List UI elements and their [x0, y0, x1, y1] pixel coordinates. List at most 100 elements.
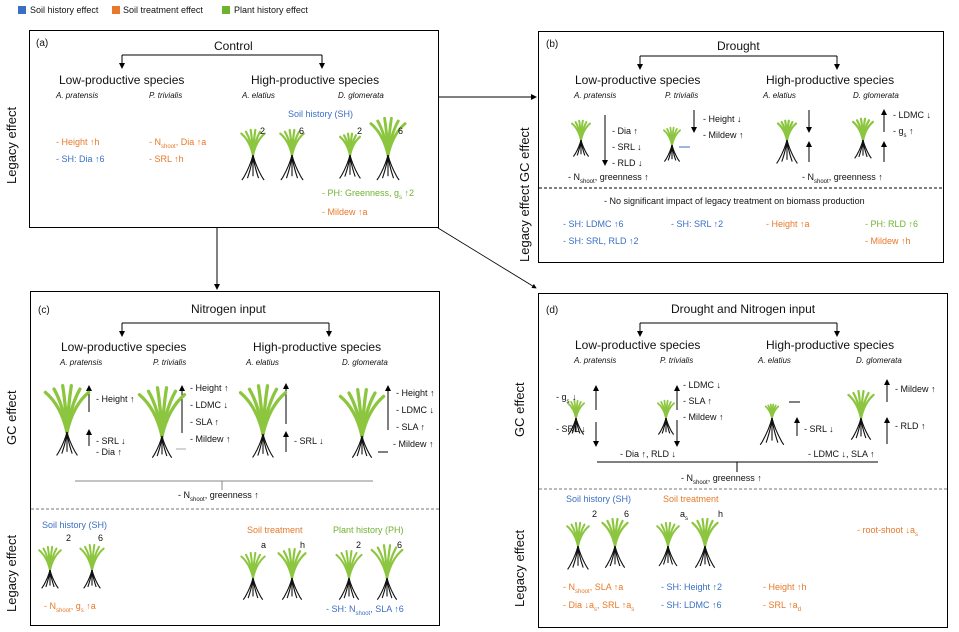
- panel-b-height: - Height ↓: [703, 114, 742, 124]
- panel-c-low-heading: Low-productive species: [61, 340, 187, 354]
- plant-25: [691, 517, 719, 569]
- panel-c-g1-srl: - SRL ↓: [96, 436, 126, 446]
- panel-a-effect-mildew: - Mildew ↑a: [322, 207, 368, 217]
- panel-d-na: as: [680, 509, 689, 522]
- panel-c-g2-height: - Height ↑: [190, 383, 229, 393]
- panel-b-species-1: A. pratensis: [574, 91, 617, 100]
- plant-9: [137, 386, 187, 459]
- panel-d-mildew: - Mildew ↑: [683, 412, 724, 422]
- panel-a-side-label: Legacy effect: [4, 106, 19, 184]
- panel-c-g3-srl: - SRL ↓: [294, 436, 324, 446]
- panel-d-srl2: - SRL ↓: [804, 424, 834, 434]
- panel-a-high-heading: High-productive species: [251, 73, 380, 87]
- panel-b-title: Drought: [717, 39, 760, 53]
- panel-d-legacy-1: - Nshoot, SLA ↑a: [563, 582, 624, 595]
- plant-8: [43, 384, 91, 456]
- panel-d-legacy-6: - SRL ↑ad: [763, 600, 802, 613]
- panel-a-n6b: 6: [398, 126, 404, 136]
- panel-d-species-3: A. elatius: [758, 356, 791, 365]
- panel-b-legacy-2: - SH: SRL, RLD ↑2: [563, 236, 639, 246]
- panel-c-g4-ldmc: - LDMC ↓: [396, 405, 434, 415]
- panel-d-rld: - RLD ↑: [895, 421, 926, 431]
- panel-c-nshoot: - Nshoot, greenness ↑: [178, 490, 259, 503]
- panel-d-side-legacy: Legacy effect: [512, 529, 527, 607]
- panel-b-low-heading: Low-productive species: [575, 73, 701, 87]
- panel-c-g1-height: - Height ↑: [96, 394, 135, 404]
- panel-d-legacy-3: - SH: Height ↑2: [661, 582, 723, 592]
- panel-d-mildew2: - Mildew ↑: [895, 384, 936, 394]
- legend-swatch-plant-history: [222, 6, 230, 14]
- panel-a-low-heading: Low-productive species: [59, 73, 185, 87]
- panel-c-sh-label: Soil history (SH): [42, 520, 108, 530]
- panel-c-g4-mildew: - Mildew ↑: [393, 439, 434, 449]
- panel-d-sh-label: Soil history (SH): [566, 494, 632, 504]
- panel-a-n2: 2: [260, 126, 266, 136]
- plant-16: [335, 549, 363, 601]
- panel-c-side-legacy: Legacy effect: [4, 534, 19, 612]
- panel-c-legacy-2: - SH: Nshoot, SLA ↑6: [326, 604, 404, 617]
- panel-d-diarld: - Dia ↑, RLD ↓: [620, 449, 677, 459]
- plant-1: [279, 128, 305, 181]
- panel-d-sla: - SLA ↑: [683, 396, 713, 406]
- panel-d-tag: (d): [546, 305, 559, 316]
- panel-b-species-3: A. elatius: [763, 91, 796, 100]
- plant-19: [657, 399, 675, 435]
- panel-d-high-heading: High-productive species: [766, 338, 895, 352]
- plant-2: [339, 132, 361, 179]
- panel-a-species-1: A. pratensis: [56, 91, 99, 100]
- panel-c-side-gc: GC effect: [4, 390, 19, 445]
- panel-d-species-4: D. glomerata: [856, 356, 902, 365]
- panel-c-high-heading: High-productive species: [253, 340, 382, 354]
- panel-a-effect-sh-dia: - SH: Dia ↑6: [56, 154, 105, 164]
- panel-c-n2: 2: [66, 533, 72, 543]
- plant-24: [656, 521, 680, 567]
- panel-b-legacy-5: - PH: RLD ↑6: [865, 219, 919, 229]
- plant-22: [566, 521, 590, 570]
- legend-swatch-soil-treatment: [112, 6, 120, 14]
- panel-c-nh: h: [300, 540, 306, 550]
- panel-b-legacy-3: - SH: SRL ↑2: [671, 219, 724, 229]
- panel-a-species-2: P. trivialis: [149, 91, 183, 100]
- panel-b-box: [538, 31, 944, 263]
- legend-label-soil-treatment: Soil treatment effect: [123, 5, 203, 15]
- plant-4: [571, 119, 591, 157]
- panel-c-species-1: A. pratensis: [60, 358, 103, 367]
- panel-c-na: a: [261, 540, 267, 550]
- plant-14: [240, 551, 266, 601]
- panel-d-n6: 6: [624, 509, 630, 519]
- panel-c-species-3: A. elatius: [246, 358, 279, 367]
- panel-d-legacy-5: - Height ↑h: [763, 582, 807, 592]
- panel-b-no-significant: - No significant impact of legacy treatm…: [604, 196, 865, 206]
- panel-a-n2b: 2: [357, 126, 363, 136]
- panel-b-species-2: P. trivialis: [665, 91, 699, 100]
- panel-a-sh-label: Soil history (SH): [288, 109, 354, 119]
- panel-c-g2-ldmc: - LDMC ↓: [190, 400, 228, 410]
- panel-d-srl: - SRL ↓: [556, 424, 586, 434]
- panel-d-n2: 2: [592, 509, 598, 519]
- panel-d-species-2: P. trivialis: [660, 356, 694, 365]
- panel-c-g4-sla: - SLA ↑: [396, 422, 426, 432]
- panel-a-effect-nshoot: - Nshoot, Dia ↑a: [149, 137, 207, 150]
- legend-label-plant-history: Plant history effect: [234, 5, 308, 15]
- panel-b-gs: - gs ↑: [893, 126, 914, 139]
- panel-b-dia: - Dia ↑: [612, 126, 639, 136]
- panel-a-tag: (a): [36, 38, 49, 49]
- panel-a-species-4: D. glomerata: [338, 91, 384, 100]
- panel-b-ldmc: - LDMC ↓: [893, 110, 931, 120]
- panel-d-low-heading: Low-productive species: [575, 338, 701, 352]
- panel-b-nshoot-high: - Nshoot, greenness ↑: [802, 172, 883, 185]
- plant-7: [852, 117, 874, 159]
- panel-b-side-gc: GC effect: [517, 127, 532, 182]
- plant-20: [759, 403, 785, 446]
- panel-d-st-label: Soil treatment: [663, 494, 719, 504]
- panel-a-effect-height: - Height ↑h: [56, 137, 100, 147]
- plant-17: [370, 544, 404, 601]
- panel-c-tag: (c): [38, 305, 50, 316]
- panel-d-legacy-4: - SH: LDMC ↑6: [661, 600, 722, 610]
- panel-c-species-4: D. glomerata: [342, 358, 388, 367]
- panel-c-g2-mildew: - Mildew ↑: [190, 434, 231, 444]
- panel-c-st-label: Soil treatment: [247, 525, 303, 535]
- panel-c-ph-label: Plant history (PH): [333, 525, 404, 535]
- plant-6: [776, 119, 798, 164]
